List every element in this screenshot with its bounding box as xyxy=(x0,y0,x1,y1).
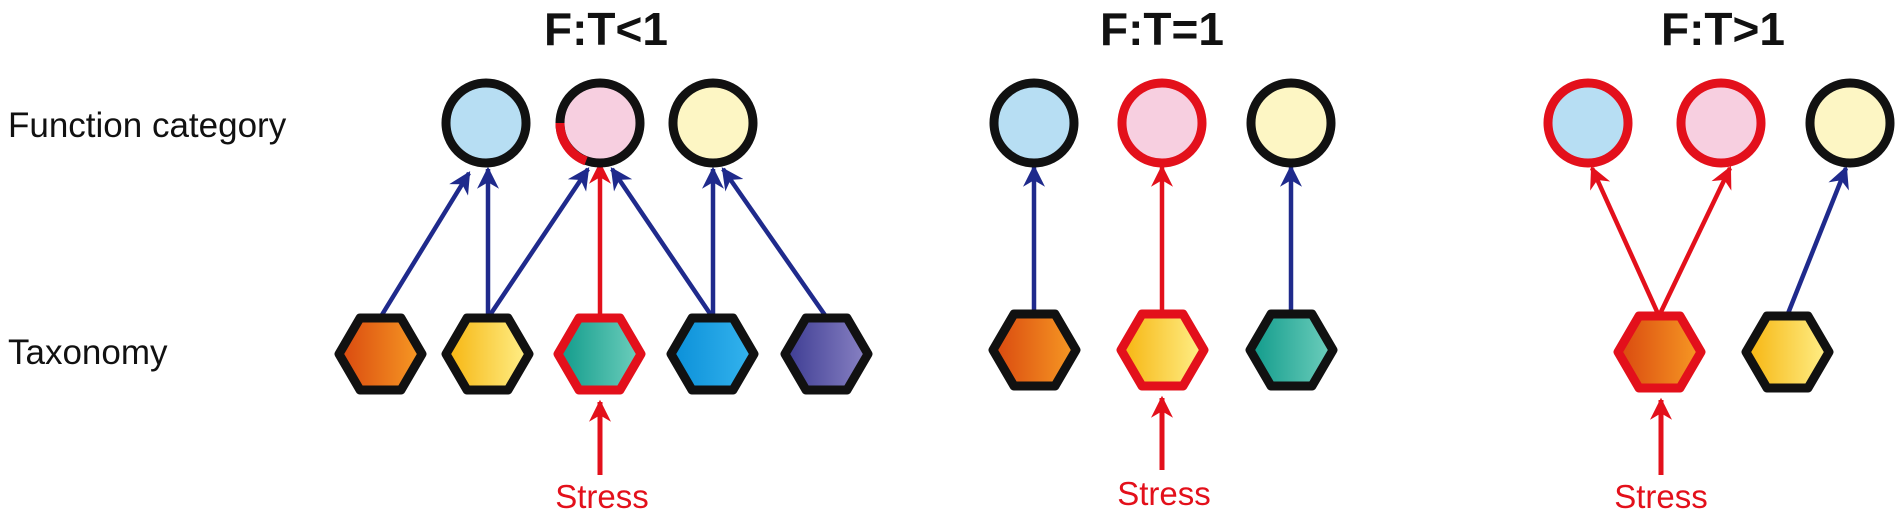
panel-ft-greater: Stress xyxy=(1543,78,1895,515)
function-node-yellow xyxy=(1246,78,1336,168)
panel2-taxonomy-nodes xyxy=(988,309,1338,391)
panel3-arrows xyxy=(1589,165,1849,317)
function-node-pink-stressed xyxy=(1117,78,1207,168)
taxon-node-yellow xyxy=(1741,311,1834,393)
stress-label-panel2: Stress xyxy=(1117,475,1211,512)
taxon-node-orange xyxy=(988,309,1081,391)
taxon-node-purple xyxy=(780,313,873,395)
taxon-node-yellow xyxy=(441,313,534,395)
link-t2-f2 xyxy=(486,167,590,320)
taxonomy-label: Taxonomy xyxy=(8,333,168,372)
panel1-taxonomy-nodes xyxy=(334,313,873,395)
panel1-arrows xyxy=(378,161,829,320)
function-node-blue xyxy=(441,78,531,168)
panel-title-ft-greater: F:T>1 xyxy=(1661,3,1785,55)
panel-title-ft-less: F:T<1 xyxy=(544,3,668,55)
stress-label-panel1: Stress xyxy=(555,478,649,515)
panel2-function-nodes xyxy=(989,78,1336,168)
function-node-yellow xyxy=(668,78,758,168)
function-node-yellow xyxy=(1805,78,1895,168)
link-t4-f2 xyxy=(610,167,715,320)
taxon-node-orange xyxy=(334,313,427,395)
function-node-blue xyxy=(989,78,1079,168)
link-t2-f3 xyxy=(1784,165,1849,317)
panel-ft-less: Stress xyxy=(334,78,873,515)
link-t1-f2 xyxy=(1656,166,1733,317)
link-t1-f1 xyxy=(1589,165,1662,317)
function-node-blue-stressed xyxy=(1543,78,1633,168)
link-t5-f3 xyxy=(721,167,829,320)
function-category-label: Function category xyxy=(8,106,287,145)
taxon-node-blue xyxy=(666,313,759,395)
taxon-node-orange-stressed xyxy=(1613,311,1706,393)
taxon-node-yellow-stressed xyxy=(1116,309,1209,391)
panel3-taxonomy-nodes xyxy=(1613,311,1834,393)
stress-label-panel3: Stress xyxy=(1614,478,1708,515)
function-node-pink-stressed xyxy=(1676,78,1766,168)
panel-ft-equal: Stress xyxy=(988,78,1338,512)
panel-title-ft-equal: F:T=1 xyxy=(1100,3,1224,55)
taxon-node-teal xyxy=(1245,309,1338,391)
taxon-node-teal-stressed xyxy=(553,313,646,395)
panel3-function-nodes xyxy=(1543,78,1895,168)
link-t1-f1 xyxy=(378,171,471,320)
panel1-function-nodes xyxy=(441,78,758,168)
panel2-arrows xyxy=(1023,164,1302,314)
function-node-pink-stress-arc xyxy=(555,122,588,166)
